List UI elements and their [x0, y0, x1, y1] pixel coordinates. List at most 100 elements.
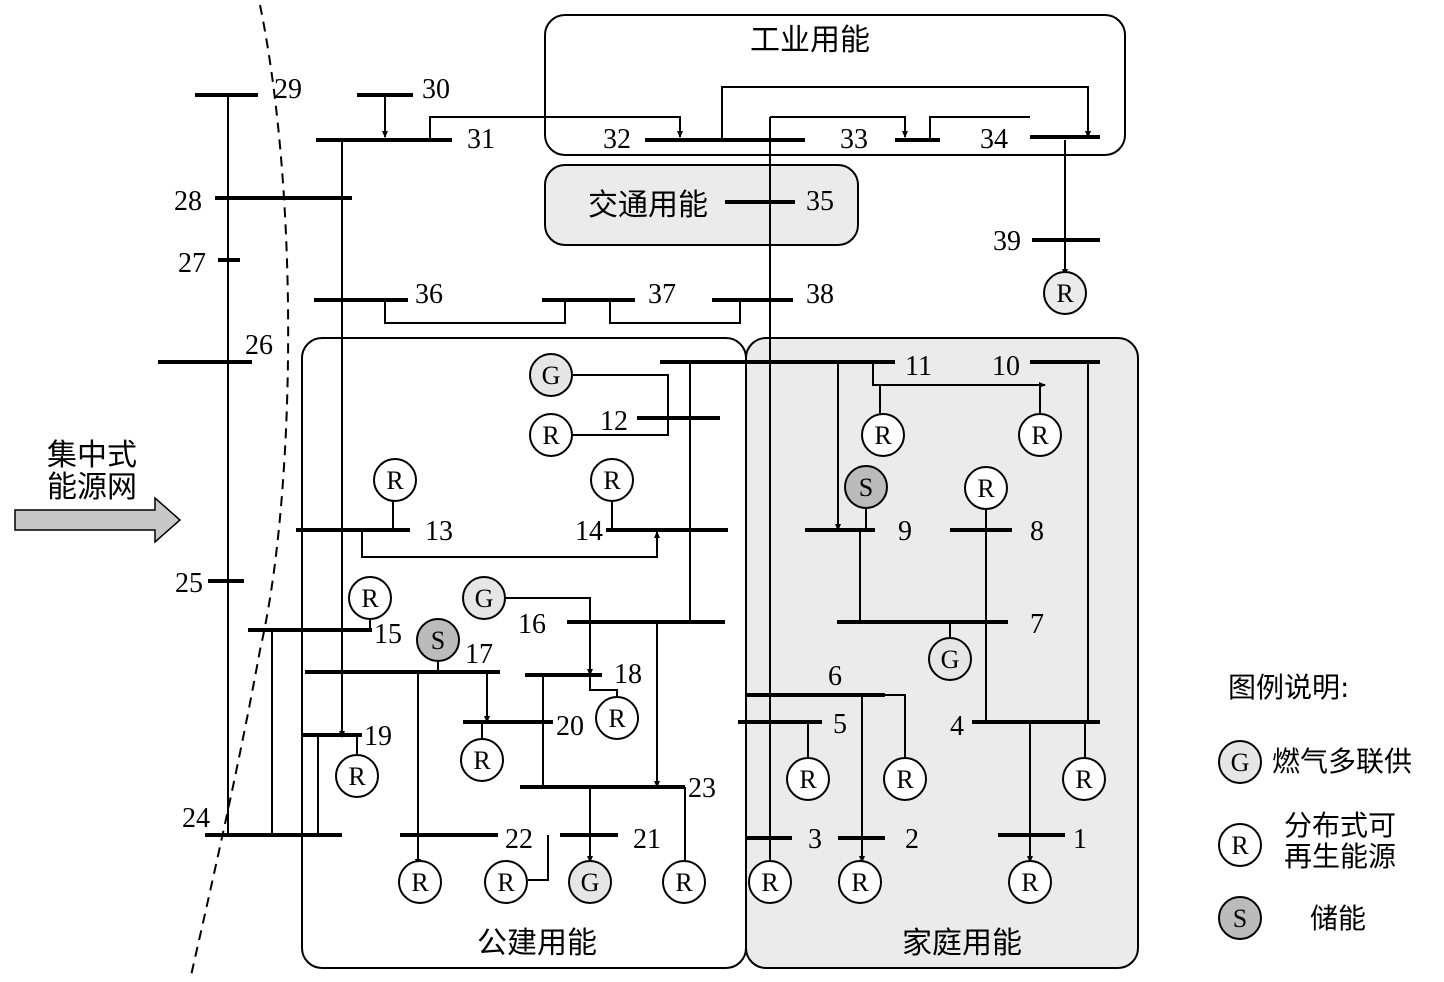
bus-label-12: 12 — [600, 406, 628, 437]
svg-text:R: R — [874, 421, 892, 450]
renewable-node: R — [335, 754, 379, 798]
inflow-label-line2: 能源网 — [47, 470, 137, 505]
bus-label-28: 28 — [174, 186, 202, 217]
renewable-node: R — [1008, 860, 1052, 904]
bus-label-8: 8 — [1030, 516, 1044, 547]
bus-label-24: 24 — [182, 803, 210, 834]
svg-text:S: S — [859, 473, 873, 502]
svg-text:R: R — [896, 765, 914, 794]
legend-storage-icon — [1218, 896, 1262, 940]
renewable-node: R — [590, 458, 634, 502]
bus-label-19: 19 — [364, 721, 392, 752]
gas-node: G — [529, 353, 573, 397]
renewable-node: R — [861, 413, 905, 457]
gas-node: G — [928, 637, 972, 681]
legend-title: 图例说明: — [1228, 671, 1349, 704]
svg-text:S: S — [431, 626, 445, 655]
bus-label-29: 29 — [274, 74, 302, 105]
zone-industrial-box — [544, 14, 1126, 156]
svg-text:G: G — [581, 868, 600, 897]
storage-node: S — [416, 618, 460, 662]
svg-text:R: R — [1075, 765, 1093, 794]
bus-label-20: 20 — [556, 711, 584, 742]
bus-label-10: 10 — [992, 351, 1020, 382]
bus-label-32: 32 — [603, 124, 631, 155]
renewable-node: R — [398, 860, 442, 904]
storage-node: S — [844, 465, 888, 509]
renewable-node: R — [964, 466, 1008, 510]
legend-renewable-icon — [1218, 823, 1262, 867]
bus-label-31: 31 — [467, 124, 495, 155]
renewable-node: R — [484, 860, 528, 904]
bus-label-27: 27 — [178, 248, 206, 279]
svg-text:R: R — [799, 765, 817, 794]
renewable-node: R — [1018, 413, 1062, 457]
legend-renewable-label-line1: 分布式可 — [1284, 809, 1396, 842]
bus-label-11: 11 — [905, 351, 932, 382]
zone-transport-label: 交通用能 — [588, 188, 708, 223]
bus-label-37: 37 — [648, 279, 676, 310]
legend-gas-label: 燃气多联供 — [1272, 745, 1412, 778]
bus-label-16: 16 — [518, 609, 546, 640]
zone-industrial-label: 工业用能 — [750, 23, 870, 58]
renewable-node: R — [595, 696, 639, 740]
renewable-node: R — [838, 860, 882, 904]
bus-label-35: 35 — [806, 186, 834, 217]
inflow-label-line1: 集中式 — [47, 438, 137, 473]
svg-text:G: G — [542, 361, 561, 390]
bus-label-22: 22 — [505, 824, 533, 855]
gas-node: G — [462, 576, 506, 620]
bus-bars — [158, 93, 1100, 840]
source-nodes: R G R R R R G S R R R R R G R R R S R G … — [335, 271, 1106, 904]
bus-label-36: 36 — [415, 279, 443, 310]
bus-label-39: 39 — [993, 226, 1021, 257]
renewable-node: R — [373, 458, 417, 502]
bus-label-34: 34 — [980, 124, 1008, 155]
connection-lines — [227, 86, 1091, 881]
bus-label-30: 30 — [422, 74, 450, 105]
svg-text:R: R — [675, 868, 693, 897]
zone-transport-box — [544, 164, 859, 246]
bus-label-38: 38 — [806, 279, 834, 310]
bus-label-23: 23 — [688, 773, 716, 804]
renewable-node: R — [1043, 271, 1087, 315]
bus-label-2: 2 — [905, 824, 919, 855]
bus-label-9: 9 — [898, 516, 912, 547]
bus-labels: 1 2 3 4 5 6 7 8 9 10 11 12 13 14 15 16 1… — [174, 74, 1087, 855]
bus-label-14: 14 — [575, 516, 603, 547]
svg-text:R: R — [542, 421, 560, 450]
bus-label-13: 13 — [425, 516, 453, 547]
legend-renewable-label-line2: 再生能源 — [1284, 840, 1396, 873]
svg-text:R: R — [977, 474, 995, 503]
bus-label-15: 15 — [374, 619, 402, 650]
renewable-node: R — [1062, 757, 1106, 801]
bus-label-5: 5 — [833, 709, 847, 740]
svg-text:R: R — [386, 466, 404, 495]
renewable-node: R — [786, 757, 830, 801]
svg-text:R: R — [603, 466, 621, 495]
renewable-node: R — [348, 576, 392, 620]
renewable-node: R — [529, 413, 573, 457]
svg-text:G: G — [475, 584, 494, 613]
svg-text:G: G — [941, 645, 960, 674]
legend-gas-icon — [1218, 740, 1262, 784]
svg-text:R: R — [348, 762, 366, 791]
svg-text:R: R — [1021, 868, 1039, 897]
bus-label-26: 26 — [245, 330, 273, 361]
svg-text:R: R — [497, 868, 515, 897]
zone-household-label: 家庭用能 — [902, 926, 1022, 961]
gas-node: G — [568, 860, 612, 904]
bus-label-6: 6 — [828, 661, 842, 692]
svg-text:S: S — [1233, 904, 1247, 933]
svg-text:R: R — [608, 704, 626, 733]
bus-label-1: 1 — [1073, 824, 1087, 855]
svg-text:R: R — [1031, 421, 1049, 450]
svg-text:R: R — [473, 746, 491, 775]
renewable-node: R — [662, 860, 706, 904]
legend: 图例说明: G 燃气多联供 R 分布式可 再生能源 S 储能 — [1218, 671, 1412, 940]
bus-label-17: 17 — [465, 639, 493, 670]
svg-text:R: R — [361, 584, 379, 613]
zone-public-label: 公建用能 — [477, 926, 597, 961]
boundary-dashed-curve — [189, 4, 290, 981]
legend-storage-label: 储能 — [1310, 902, 1366, 935]
